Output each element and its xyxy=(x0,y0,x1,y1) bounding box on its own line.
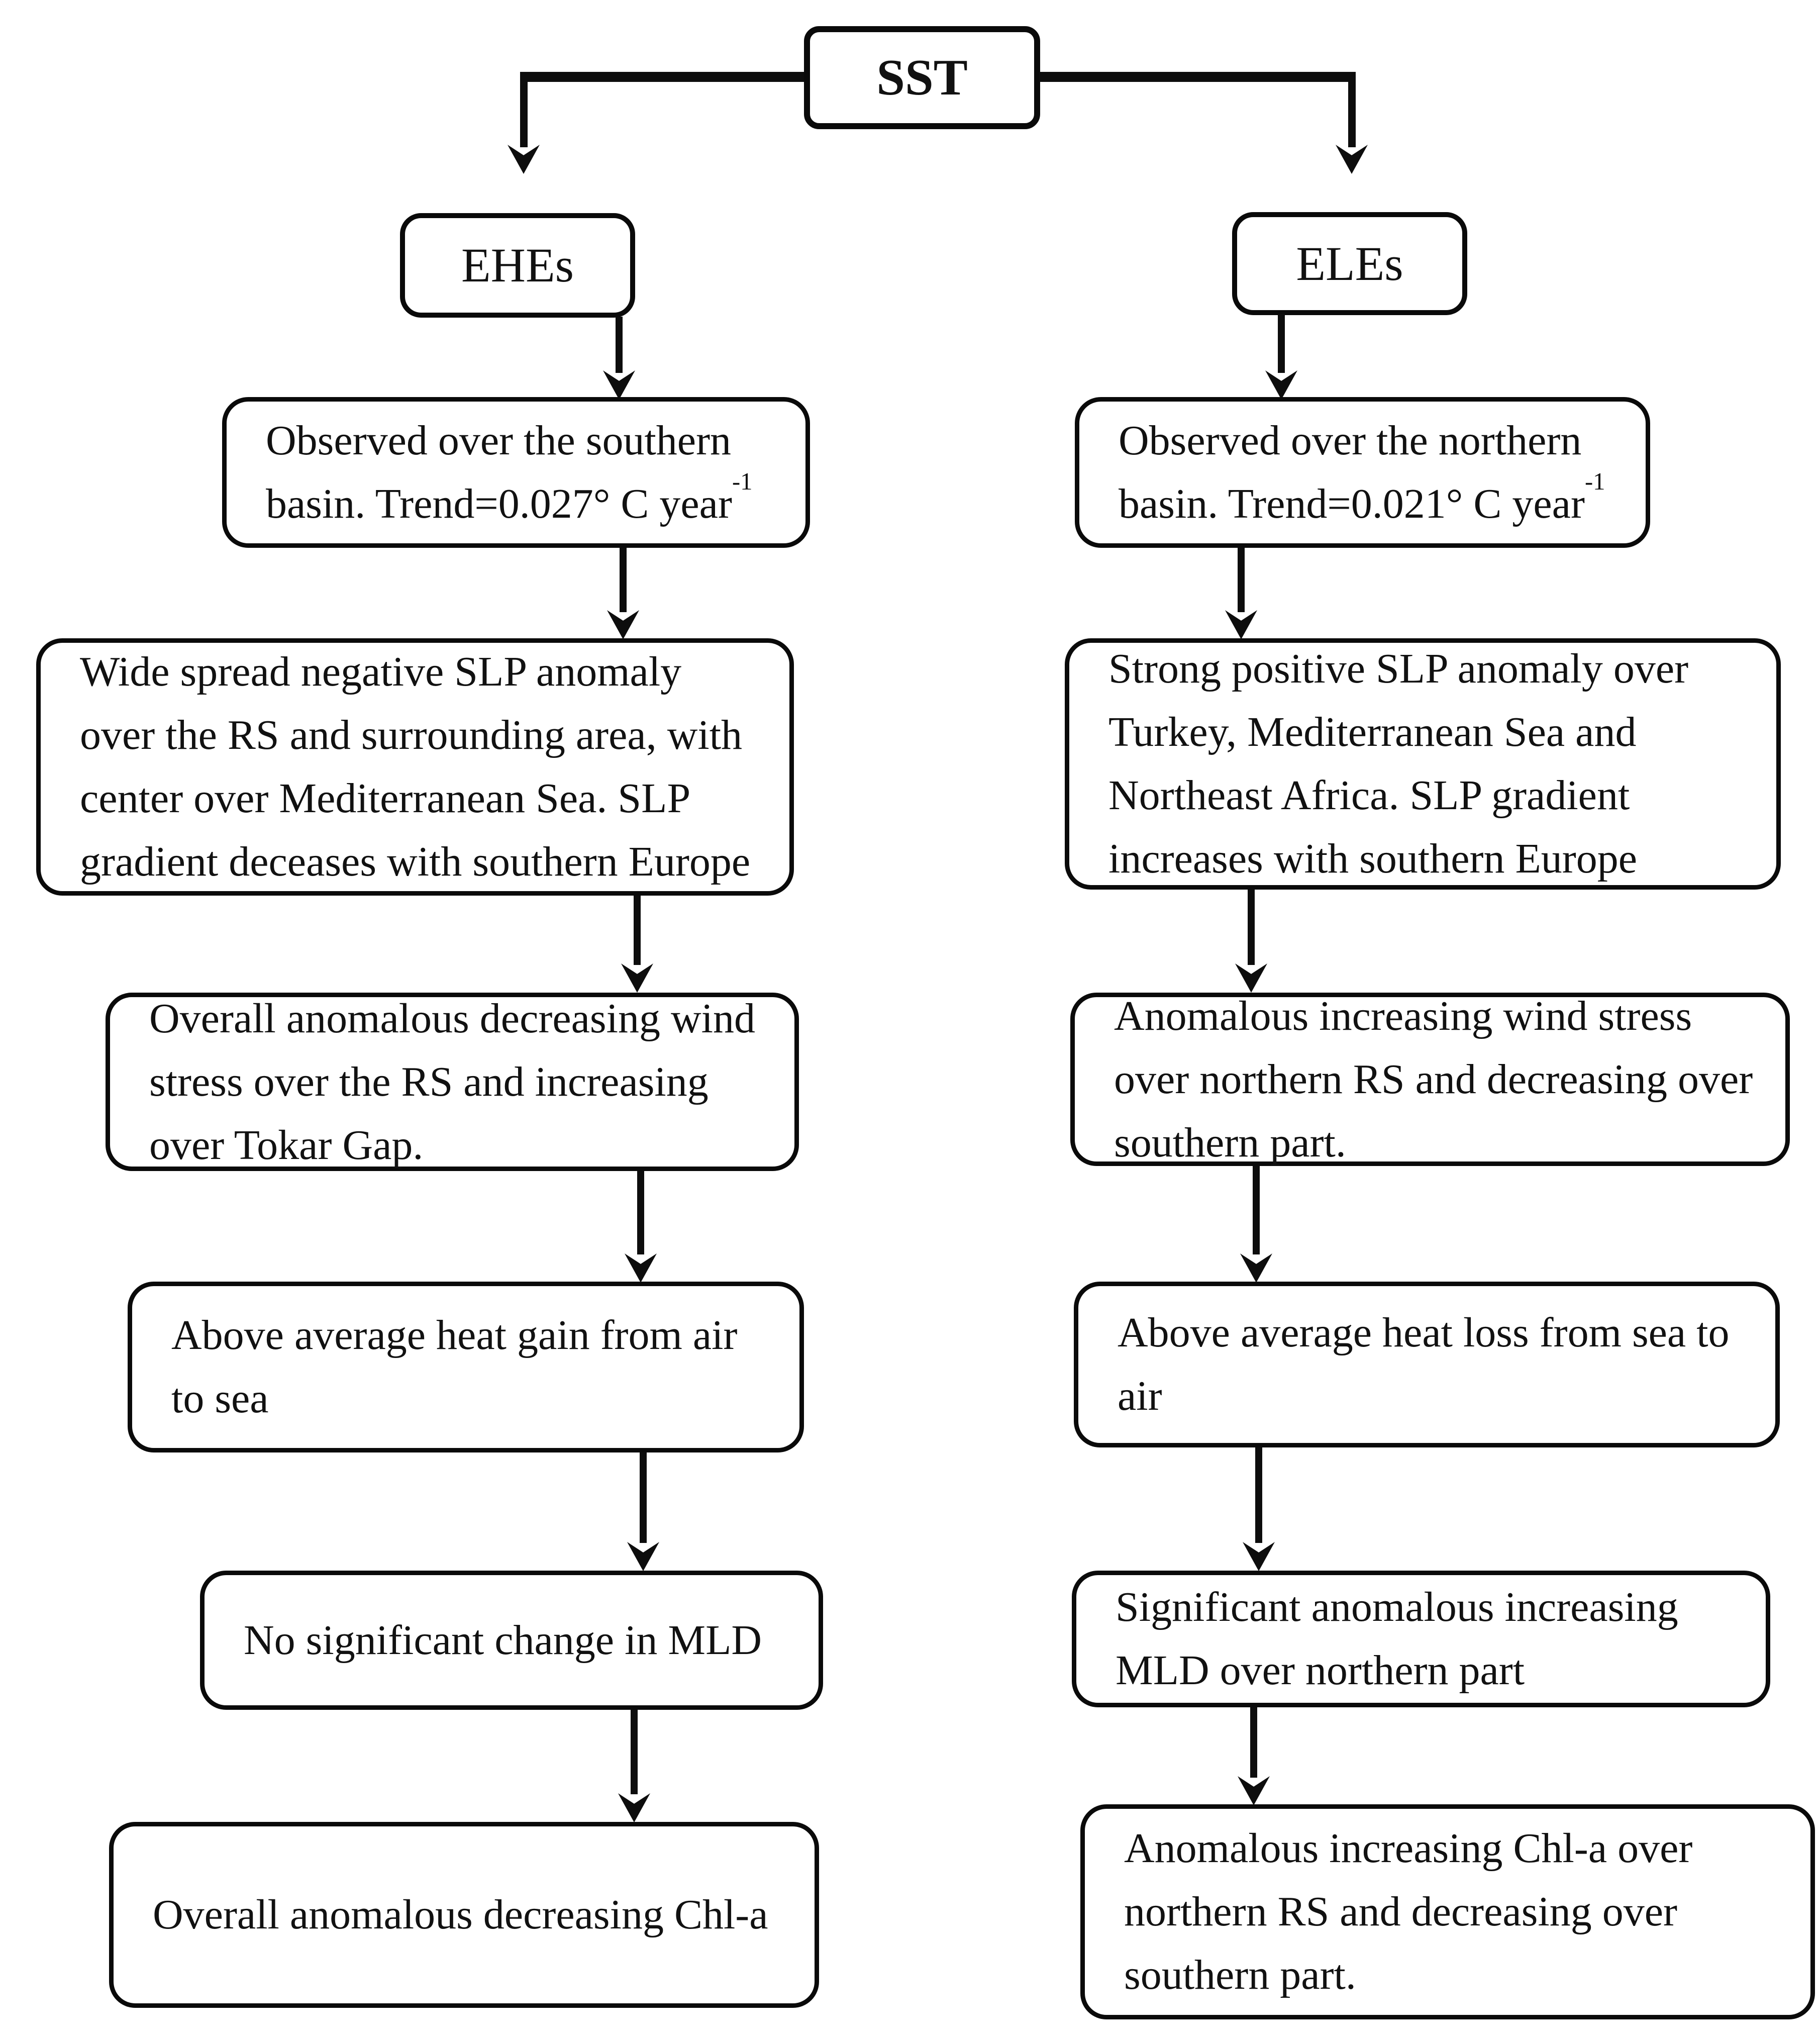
arrow-left5-to-left6-head-icon xyxy=(618,1793,650,1822)
arrow-right4-to-right5-head-icon xyxy=(1243,1542,1275,1571)
flow-node-right-step-1: Observed over the northern basin. Trend=… xyxy=(1075,397,1650,548)
flow-node-right-step-6-label: Anomalous increasing Chl-a over northern… xyxy=(1124,1825,1693,1998)
arrow-left1-to-left2-head-icon xyxy=(607,610,639,639)
flow-node-right-step-3-label: Anomalous increasing wind stress over no… xyxy=(1114,992,1753,1166)
flow-node-left-step-4-label: Above average heat gain from air to sea xyxy=(171,1312,738,1422)
arrow-left5-to-left6-shaft xyxy=(631,1709,638,1794)
flow-node-right-step-5: Significant anomalous increasing MLD ove… xyxy=(1072,1571,1770,1707)
flow-node-left-step-4: Above average heat gain from air to sea xyxy=(128,1282,804,1452)
flow-node-right-step-4: Above average heat loss from sea to air xyxy=(1074,1282,1780,1447)
flow-node-left-step-3: Overall anomalous decreasing wind stress… xyxy=(106,993,799,1171)
arrow-right4-to-right5-shaft xyxy=(1255,1446,1262,1543)
arrow-right1-to-right2-head-icon xyxy=(1225,610,1257,639)
arrow-right5-to-right6-head-icon xyxy=(1238,1776,1270,1805)
flow-node-eles-label: ELEs xyxy=(1296,236,1403,290)
flow-node-left-step-2: Wide spread negative SLP anomaly over th… xyxy=(36,638,794,896)
arrow-left4-to-left5-head-icon xyxy=(627,1542,659,1571)
flow-node-sst: SST xyxy=(804,26,1040,129)
arrow-left1-to-left2-shaft xyxy=(620,547,627,612)
connector-sst-left-vertical xyxy=(520,72,528,147)
connector-sst-right-horizontal xyxy=(1039,72,1352,82)
flow-node-left-step-6-label: Overall anomalous decreasing Chl-a xyxy=(153,1891,768,1938)
arrow-left3-to-left4-head-icon xyxy=(625,1253,657,1283)
left-step-1-text: Observed over the southern basin. Trend=… xyxy=(266,417,732,527)
arrow-ehes-to-left1-head-icon xyxy=(603,370,635,400)
flow-node-left-step-1: Observed over the southern basin. Trend=… xyxy=(222,397,810,548)
right-step-1-superscript: -1 xyxy=(1584,468,1605,496)
arrow-right2-to-right3-shaft xyxy=(1248,889,1255,965)
flow-node-right-step-6: Anomalous increasing Chl-a over northern… xyxy=(1080,1804,1815,2019)
left-step-1-superscript: -1 xyxy=(732,468,753,496)
arrow-left3-to-left4-shaft xyxy=(637,1170,644,1254)
flow-node-eles: ELEs xyxy=(1232,212,1467,315)
flow-node-right-step-4-label: Above average heat loss from sea to air xyxy=(1118,1309,1730,1419)
right-step-1-text: Observed over the northern basin. Trend=… xyxy=(1119,417,1585,527)
arrow-right1-to-right2-shaft xyxy=(1238,547,1245,612)
flow-node-ehes: EHEs xyxy=(400,213,635,318)
arrow-left4-to-left5-shaft xyxy=(640,1451,647,1543)
flow-node-left-step-5: No significant change in MLD xyxy=(200,1571,823,1710)
arrow-right3-to-right4-head-icon xyxy=(1240,1253,1272,1283)
connector-sst-left-horizontal xyxy=(524,72,804,82)
flow-node-right-step-2-label: Strong positive SLP anomaly over Turkey,… xyxy=(1108,645,1689,882)
flow-node-left-step-3-label: Overall anomalous decreasing wind stress… xyxy=(149,995,755,1169)
arrow-eles-to-right1-head-icon xyxy=(1265,370,1297,400)
flow-node-right-step-2: Strong positive SLP anomaly over Turkey,… xyxy=(1065,638,1781,890)
flow-node-right-step-5-label: Significant anomalous increasing MLD ove… xyxy=(1116,1584,1678,1694)
flow-node-ehes-label: EHEs xyxy=(461,238,574,292)
flow-node-left-step-1-label: Observed over the southern basin. Trend=… xyxy=(266,409,778,536)
arrow-left2-to-left3-shaft xyxy=(634,895,641,965)
flow-node-sst-label: SST xyxy=(876,49,968,106)
flow-node-left-step-2-label: Wide spread negative SLP anomaly over th… xyxy=(80,648,751,885)
arrow-ehes-to-left1-shaft xyxy=(616,317,623,373)
arrowhead-sst-to-ehes-icon xyxy=(508,145,540,174)
flow-node-right-step-3: Anomalous increasing wind stress over no… xyxy=(1070,993,1790,1166)
flow-node-left-step-6: Overall anomalous decreasing Chl-a xyxy=(109,1822,819,2008)
flow-node-right-step-1-label: Observed over the northern basin. Trend=… xyxy=(1119,409,1618,536)
arrow-eles-to-right1-shaft xyxy=(1278,314,1285,373)
arrowhead-sst-to-eles-icon xyxy=(1336,145,1368,174)
arrow-right3-to-right4-shaft xyxy=(1253,1165,1260,1254)
connector-sst-right-vertical xyxy=(1348,72,1356,147)
flow-node-left-step-5-label: No significant change in MLD xyxy=(244,1616,762,1664)
arrow-right5-to-right6-shaft xyxy=(1250,1706,1257,1778)
